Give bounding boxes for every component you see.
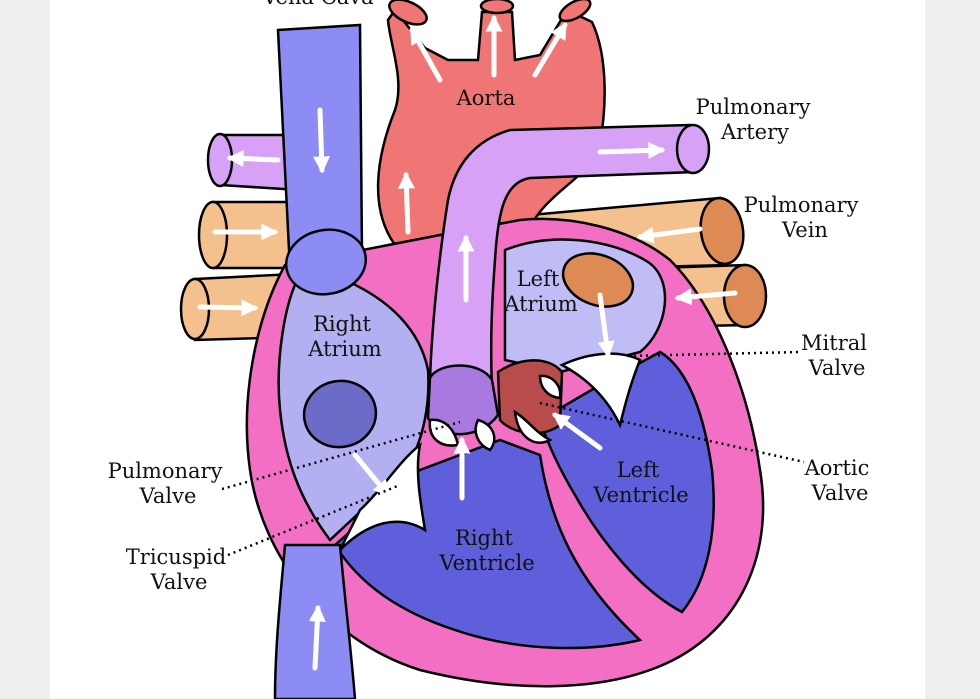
pulmonary-artery-left-end — [206, 132, 234, 188]
pulmonary-vein-right-upper-end — [197, 200, 229, 270]
arrow-pa-right — [597, 141, 666, 159]
label-aorta: Aorta — [456, 86, 516, 110]
label-mitral-valve-line1: Mitral — [801, 331, 867, 355]
left-ventricle-chamber — [538, 350, 715, 614]
label-left-atrium-line2: Atrium — [503, 292, 578, 316]
label-right-atrium-line1: Right — [313, 312, 371, 336]
pulmonary-vein-left-lower-end — [722, 263, 768, 329]
label-aortic-valve-line2: Valve — [811, 481, 869, 505]
label-pulmonary-valve-line1: Pulmonary — [108, 459, 223, 483]
label-mitral-valve-line2: Valve — [808, 356, 866, 380]
pulmonary-flap-right — [474, 418, 496, 452]
arrow-aorta-branch-left — [409, 27, 443, 83]
pulmonary-vein-left-upper-end — [699, 196, 745, 266]
aorta-branch-middle-end — [479, 0, 515, 15]
label-aortic-valve-line1: Aortic — [804, 456, 870, 480]
label-vena-cava: Vena Cava — [261, 0, 373, 9]
vena-cava-opening — [284, 228, 368, 296]
leader-tricuspid — [227, 483, 401, 557]
label-pulmonary-artery-line2: Artery — [720, 120, 789, 144]
arrow-vena-cava-up — [308, 604, 326, 671]
arrow-aorta-up — [397, 171, 415, 235]
labels: Vena Cava Aorta Pulmonary Artery Pulmona… — [108, 0, 870, 594]
arrow-la-to-lv — [597, 292, 615, 359]
label-pulmonary-artery-line1: Pulmonary — [696, 95, 811, 119]
arrow-vena-cava-down — [313, 107, 331, 174]
label-left-atrium-line1: Left — [517, 267, 560, 291]
aorta-branch-left-end — [388, 0, 428, 26]
aortic-flap-right — [538, 374, 562, 400]
pulmonary-artery — [428, 123, 711, 392]
arrow-pv-lower-left — [674, 288, 738, 306]
flow-arrows — [197, 14, 738, 671]
label-right-atrium-line2: Atrium — [307, 337, 382, 361]
label-pulmonary-valve-line2: Valve — [139, 484, 197, 508]
label-tricuspid-valve-line1: Tricuspid — [126, 545, 226, 569]
aorta-branch-right-end — [558, 0, 592, 23]
left-margin — [0, 0, 50, 699]
pulmonary-artery-right-end — [675, 123, 711, 175]
tricuspid-opening — [302, 379, 378, 449]
arrow-pv-lower-right — [197, 299, 259, 317]
right-margin — [925, 0, 980, 699]
label-left-ventricle-line2: Ventricle — [592, 483, 688, 507]
label-tricuspid-valve-line2: Valve — [150, 570, 208, 594]
arrow-ra-to-rv — [352, 452, 391, 498]
label-left-ventricle-line1: Left — [617, 458, 660, 482]
arrow-pv-upper-left — [636, 226, 703, 244]
pulmonary-vein-opening — [561, 252, 635, 308]
label-pulmonary-vein-line2: Vein — [781, 218, 828, 242]
label-right-ventricle-line1: Right — [455, 526, 513, 550]
arrow-lv-to-aorta — [552, 412, 603, 451]
aortic-flap-left — [513, 409, 553, 444]
leader-lines — [221, 350, 805, 557]
arrow-pa-left — [226, 150, 281, 168]
pulmonary-artery-left-branch — [206, 132, 302, 192]
label-right-ventricle-line2: Ventricle — [438, 551, 534, 575]
arrow-aorta-branch-right — [532, 22, 568, 78]
label-pulmonary-vein-line1: Pulmonary — [744, 193, 859, 217]
